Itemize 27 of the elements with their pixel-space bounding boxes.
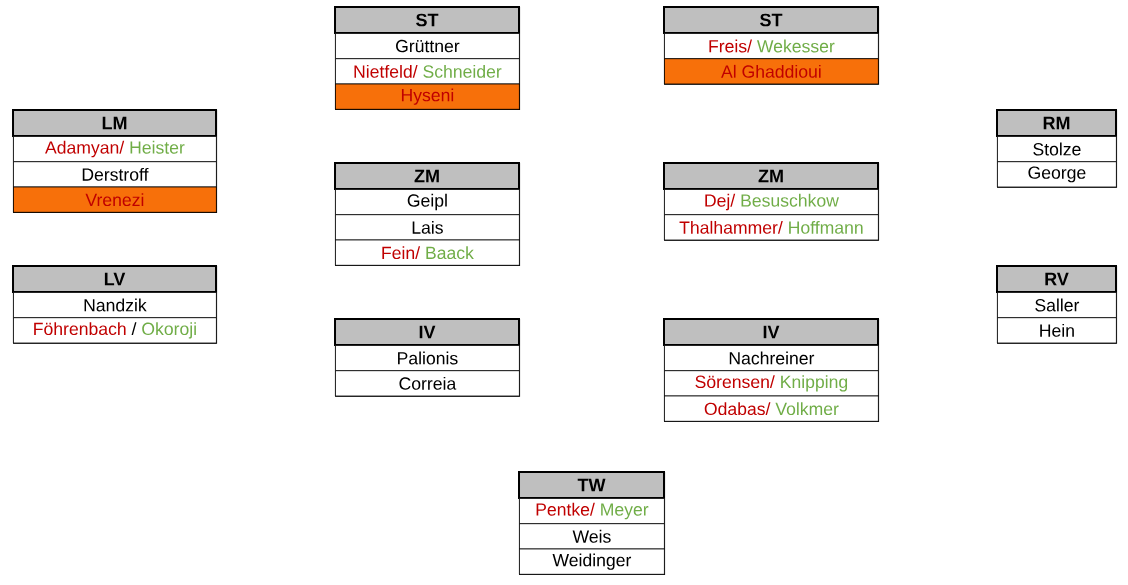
player-cell: Dej/ Besuschkow (664, 189, 879, 216)
player-cell: George (997, 161, 1117, 188)
player-cell: Geipl (335, 189, 520, 216)
player-cell: Stolze (997, 136, 1117, 163)
player-cell: Nietfeld/ Schneider (335, 58, 520, 85)
player-cell: Lais (335, 214, 520, 241)
player-cell: Pentke/ Meyer (519, 498, 665, 525)
player-cell: Nandzik (13, 292, 217, 319)
player-cell: Weis (519, 523, 665, 550)
player-cell: Odabas/ Volkmer (664, 395, 879, 422)
player-cell: Correia (335, 370, 520, 397)
player-cell: Hein (997, 317, 1117, 344)
player-cell: Al Ghaddioui (664, 58, 879, 85)
player-cell: Grüttner (335, 33, 520, 60)
player-cell: Derstroff (13, 161, 217, 188)
player-cell: Palionis (335, 345, 520, 372)
player-cell: Föhrenbach / Okoroji (13, 317, 217, 344)
player-cell: Freis/ Wekesser (664, 33, 879, 60)
player-cell: Sörensen/ Knipping (664, 370, 879, 397)
player-cell: Saller (997, 292, 1117, 319)
player-cell: Fein/ Baack (335, 239, 520, 266)
player-cell: Thalhammer/ Hoffmann (664, 214, 879, 241)
player-cell: Nachreiner (664, 345, 879, 372)
player-cell: Weidinger (519, 548, 665, 575)
player-cell: Hyseni (335, 83, 520, 110)
player-cell: Adamyan/ Heister (13, 136, 217, 163)
player-cell: Vrenezi (13, 186, 217, 213)
